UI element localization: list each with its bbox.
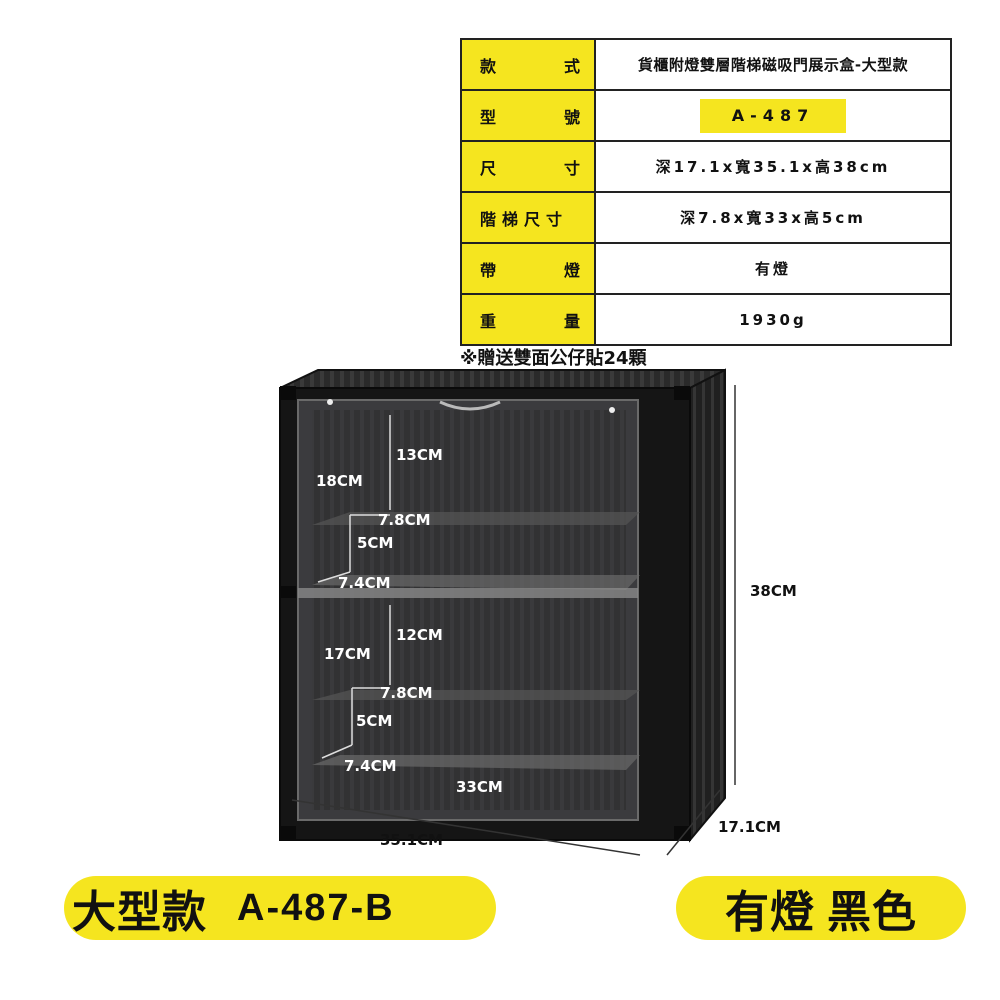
model-badge: 大型款 A-487-B: [64, 876, 496, 940]
dim-lower-clear: 12CM: [396, 626, 443, 644]
spec-row-weight: 重量 1930g: [460, 293, 952, 346]
case-roof: [279, 369, 726, 389]
spec-row-light: 帶燈 有燈: [460, 242, 952, 295]
dim-inner-width: 33CM: [456, 778, 503, 796]
spec-step-value: 深7.8x寬33x高5cm: [594, 191, 952, 244]
spec-style-value: 貨櫃附燈雙層階梯磁吸門展示盒-大型款: [594, 38, 952, 91]
spec-light-value: 有燈: [594, 242, 952, 295]
dim-outer-width: 35.1CM: [380, 831, 443, 849]
dim-lower-step-height: 5CM: [356, 712, 392, 730]
spec-row-model: 型號 A-487: [460, 89, 952, 142]
gift-note: ※贈送雙面公仔貼24顆: [460, 348, 647, 369]
model-badge-code: A-487-B: [237, 886, 395, 929]
dim-depth: 17.1CM: [718, 818, 781, 836]
dim-height: 38CM: [750, 582, 797, 600]
dim-lower-total: 17CM: [324, 645, 371, 663]
door-handle: [439, 400, 501, 411]
feature-badge: 有燈 黑色: [676, 876, 966, 940]
dim-upper-total: 18CM: [316, 472, 363, 490]
feature-color: 黑色: [827, 887, 917, 938]
case-side: [689, 368, 726, 843]
spec-row-step-size: 階梯尺寸 深7.8x寬33x高5cm: [460, 191, 952, 244]
dim-upper-bottom-depth: 7.4CM: [338, 574, 391, 592]
dim-lower-step-depth: 7.8CM: [380, 684, 433, 702]
spec-weight-value: 1930g: [594, 293, 952, 346]
feature-light: 有燈: [725, 887, 815, 938]
middle-shelf: [298, 588, 638, 598]
dim-upper-step-depth: 7.8CM: [378, 511, 431, 529]
spec-row-size: 尺寸 深17.1x寬35.1x高38cm: [460, 140, 952, 193]
model-chip: A-487: [700, 98, 846, 133]
spec-table: 款式 貨櫃附燈雙層階梯磁吸門展示盒-大型款 型號 A-487 尺寸 深17.1x…: [460, 38, 952, 346]
spec-row-style: 款式 貨櫃附燈雙層階梯磁吸門展示盒-大型款: [460, 38, 952, 91]
dim-upper-step-height: 5CM: [357, 534, 393, 552]
dim-lower-bottom-depth: 7.4CM: [344, 757, 397, 775]
model-badge-title: 大型款: [72, 887, 207, 938]
dim-upper-clear: 13CM: [396, 446, 443, 464]
spec-size-value: 深17.1x寬35.1x高38cm: [594, 140, 952, 193]
